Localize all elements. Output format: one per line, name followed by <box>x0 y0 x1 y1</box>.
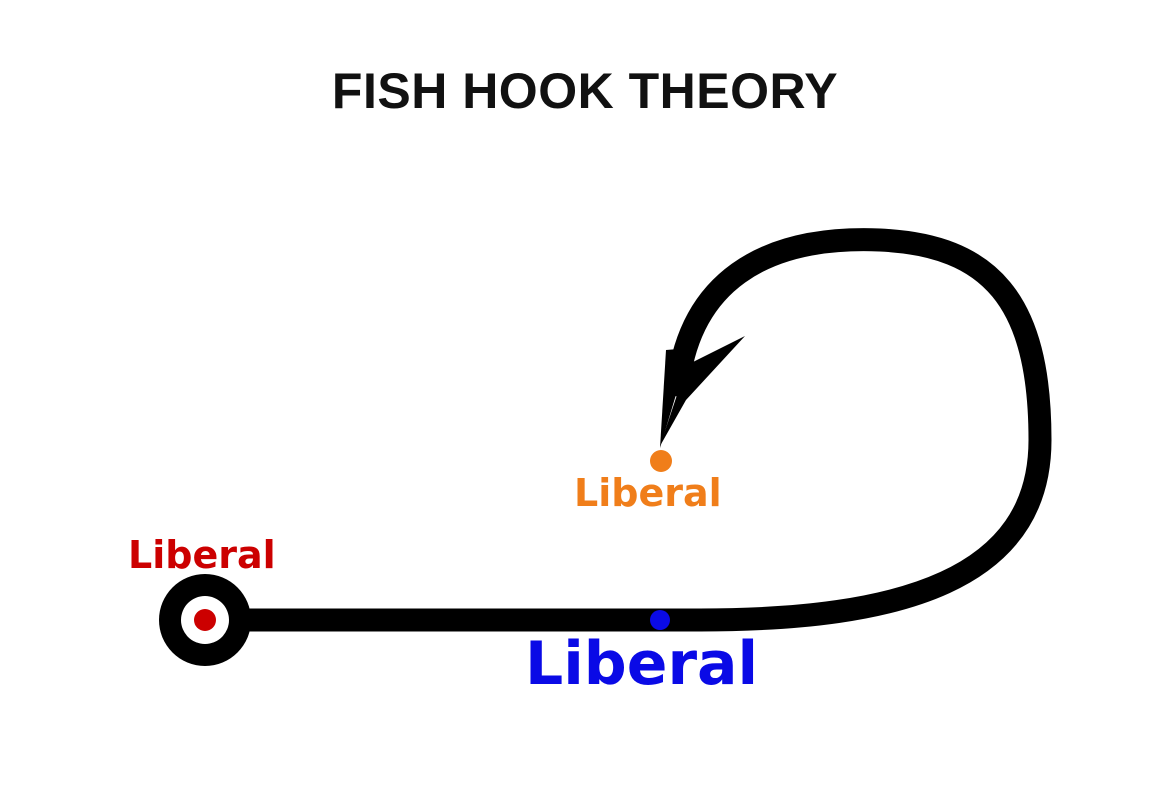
eye-dot-red <box>194 609 216 631</box>
marker-tip-orange <box>650 450 672 472</box>
hook-point <box>660 348 690 448</box>
page-title: FISH HOOK THEORY <box>331 63 839 119</box>
label-tip-liberal: Liberal <box>574 471 722 515</box>
marker-bottom-blue <box>650 610 670 630</box>
label-bottom-liberal: Liberal <box>525 629 759 699</box>
hook-shank <box>193 228 1052 632</box>
label-left-liberal: Liberal <box>128 533 276 577</box>
barb-icon <box>660 336 745 446</box>
